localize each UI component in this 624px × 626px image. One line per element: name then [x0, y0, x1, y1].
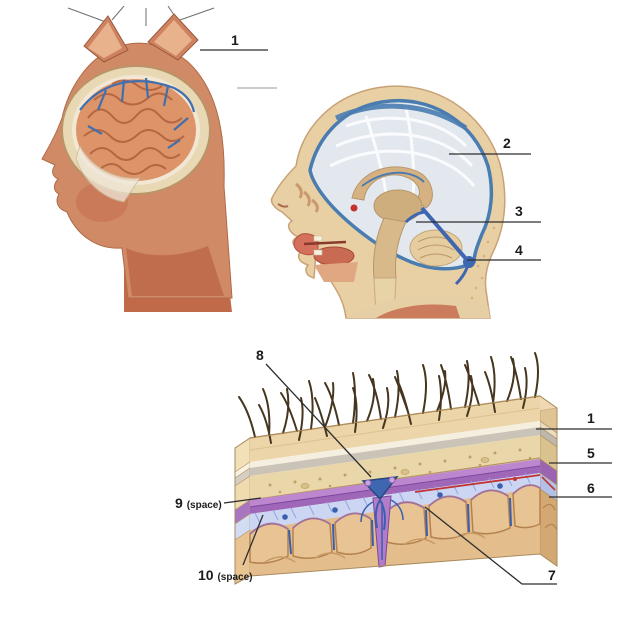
arachnoid-granulation-right: [388, 476, 396, 484]
straight-sinus: [420, 206, 469, 262]
label-sagittal-2: 2: [503, 135, 511, 151]
label-sagittal-4: 4: [515, 242, 523, 258]
mouth-opening: [303, 240, 347, 246]
label-sagittal-3: 3: [515, 203, 523, 219]
superior-sagittal-sinus-arc: [334, 103, 468, 131]
label-scalp-1: 1: [231, 32, 239, 48]
right-face-red-vessel: [541, 476, 556, 491]
neck-muscle-band: [376, 304, 460, 318]
subarachnoid-vessels: [282, 474, 541, 520]
pituitary-red-dot: [350, 204, 358, 212]
label-layers-7: 7: [548, 567, 556, 583]
label-layers-10-number: 10: [198, 567, 214, 583]
sagittal-head-svg: [270, 85, 506, 319]
lateral-head-svg: [41, 5, 233, 312]
nostril: [277, 203, 289, 208]
dura-periosteal-layer: [250, 459, 540, 507]
subarachnoid-space-band: [250, 473, 540, 530]
label-layers-8: 8: [256, 347, 264, 363]
exposed-brain: [75, 77, 196, 203]
arachnoid-granulation-left: [364, 479, 372, 487]
label-layers-10-suffix: (space): [217, 572, 253, 583]
scalp-flaps: [83, 13, 199, 63]
label-layers-6: 6: [587, 480, 595, 496]
scalp-brain-lateral-illustration: [28, 5, 236, 314]
fissure-vessels: [360, 499, 404, 531]
neck-muscle: [126, 246, 224, 296]
thalamus: [373, 189, 423, 223]
inferior-sagittal-sinus: [361, 171, 425, 187]
retractor-threads: [67, 5, 215, 26]
dura-divider-line: [249, 465, 541, 508]
tongue: [313, 246, 355, 266]
cranial-cavity-dura-lining: [308, 99, 494, 271]
reflected-dura-flap: [75, 144, 141, 203]
sagittal-head-illustration: [226, 66, 530, 340]
label-layers-9: 9 (space): [175, 496, 222, 511]
label-layers-5: 5: [587, 445, 595, 461]
superior-sagittal-sinus: [361, 476, 399, 501]
oral-floor: [314, 262, 358, 282]
label-layers-1: 1: [587, 410, 595, 426]
left-face-layers: [234, 437, 251, 585]
label-layers-9-suffix: (space): [186, 500, 222, 511]
bone-diploe-holes: [300, 457, 490, 489]
right-face-layers: [539, 395, 558, 567]
brain-gyri-lines: [83, 79, 185, 175]
superficial-veins: [79, 77, 196, 149]
transverse-sinus: [454, 261, 471, 286]
label-layers-9-number: 9: [175, 495, 183, 511]
nasal-conchae: [295, 182, 319, 213]
dura-meningeal-layer: [250, 466, 540, 514]
lower-teeth: [313, 249, 323, 256]
upper-teeth: [313, 235, 323, 242]
label-layers-10: 10 (space): [198, 568, 252, 583]
